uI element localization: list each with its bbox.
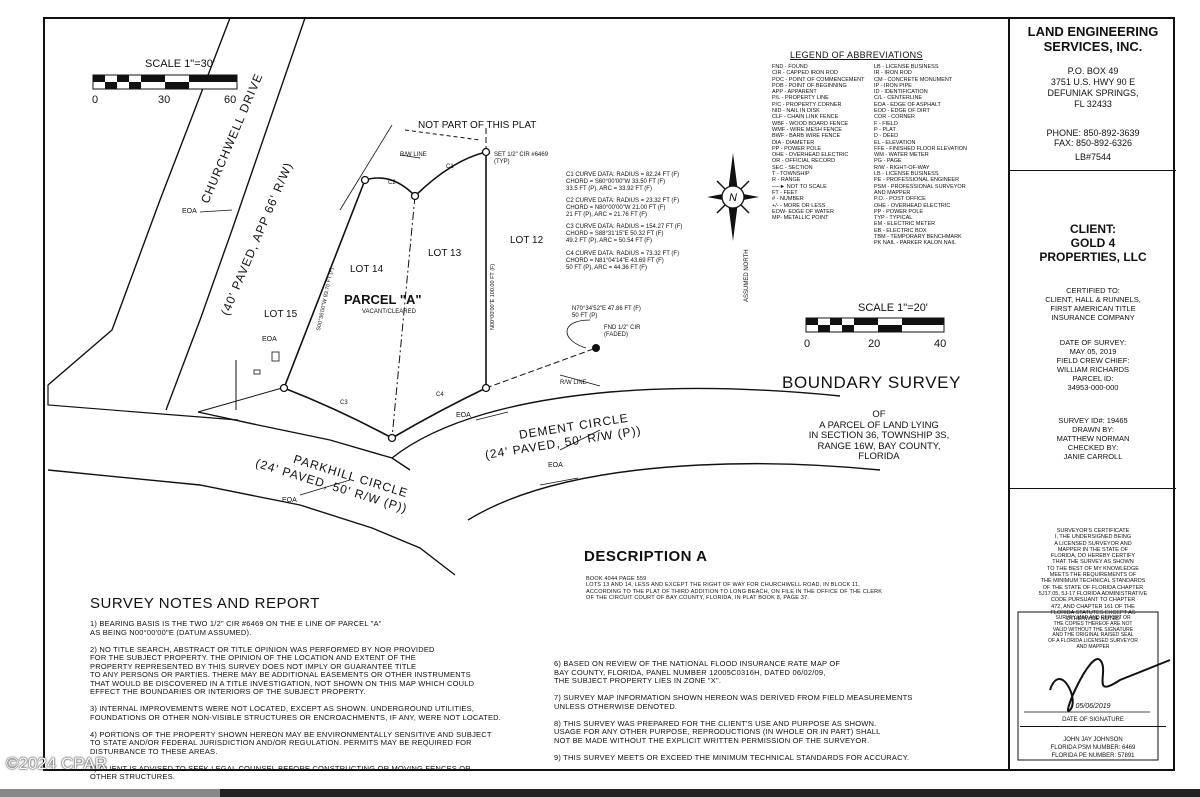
firm-license: LB#7544: [1074, 152, 1112, 162]
curve-c1-label: C1: [446, 164, 454, 170]
dement-south-edge: [467, 462, 881, 521]
corner-se: [481, 383, 491, 393]
scale-main-label: SCALE 1"=30': [145, 58, 215, 70]
eoa-label-1: EOA: [182, 208, 197, 215]
churchwell-east-edge: [165, 17, 306, 411]
curve-c3-label: C3: [340, 400, 348, 406]
eoa-label-2: EOA: [262, 336, 277, 343]
curve-c2-label: C2: [388, 180, 396, 186]
parkhill-south-edge: [47, 469, 456, 576]
fnd-cir-line1: FND 1/2" CIR: [604, 325, 641, 331]
dement-north-edge: [391, 387, 841, 459]
scale-bar-second: [805, 317, 945, 333]
survey-notes-title: SURVEY NOTES AND REPORT: [90, 595, 320, 612]
client-name: CLIENT: GOLD 4 PROPERTIES, LLC: [1039, 222, 1147, 264]
not-part-label: NOT PART OF THIS PLAT: [418, 120, 537, 131]
scale-second-tick-0: 0: [804, 338, 811, 350]
corner-s: [387, 433, 397, 443]
eoa-label-5: EOA: [548, 462, 563, 469]
tie-line: [485, 347, 597, 389]
legend-column-2: LB - LICENSE BUSINESS IR - IRON ROD CM -…: [874, 64, 968, 247]
scale-bar-main: [92, 74, 238, 90]
fnd-cir-line2: (FADED): [604, 332, 628, 338]
corner-nw: [360, 175, 370, 185]
scale-second-tick-2: 40: [934, 338, 947, 350]
boundary-survey-title: BOUNDARY SURVEY: [782, 373, 962, 392]
description-title: DESCRIPTION A: [584, 548, 708, 565]
parcel-sub: VACANT/CLEARED: [362, 309, 416, 315]
title-block: LAND ENGINEERING SERVICES, INC. P.O. BOX…: [1008, 18, 1176, 770]
corner-ne: [481, 147, 491, 157]
scale-main-tick-1: 30: [158, 94, 171, 106]
signature-date-label: DATE OF SIGNATURE: [1062, 717, 1124, 723]
firm-address: P.O. BOX 49 3751 U.S. HWY 90 E DEFUNIAK …: [1047, 66, 1139, 109]
set-cir-line2: (TYP): [494, 159, 510, 165]
curve-data-c4: C4 CURVE DATA: RADIUS = 73.32 FT (F) CHO…: [566, 251, 680, 271]
set-cir-label: SET 1/2" CIR #6469 (TYP): [494, 152, 548, 166]
scale-main-tick-0: 0: [92, 94, 99, 106]
eoa-label-3: EOA: [282, 497, 297, 504]
watermark: ©2024 CPAR: [6, 754, 108, 773]
set-cir-line1: SET 1/2" CIR #6469: [494, 152, 549, 158]
lot14-label: LOT 14: [350, 264, 384, 275]
parcel-label: PARCEL "A": [344, 292, 422, 307]
legend-column-1: FND - FOUND CIR - CAPPED IRON ROD POC - …: [772, 64, 865, 222]
survey-date-info: DATE OF SURVEY: MAY 05, 2019 FIELD CREW …: [1056, 338, 1130, 392]
corner-n: [410, 191, 420, 201]
rw-line-label-2: R/W LINE: [560, 380, 587, 386]
surveyor-certificate: SURVEYOR'S CERTIFICATE I, THE UNDERSIGNE…: [1038, 528, 1148, 623]
north-arrow-icon: N: [707, 153, 759, 241]
scale-second-tick-1: 20: [868, 338, 881, 350]
certified-to: CERTIFIED TO: CLIENT, HALL & RUNNELS, FI…: [1045, 286, 1141, 322]
lot13-label: LOT 13: [428, 248, 462, 259]
signer-info: JOHN JAY JOHNSON FLORIDA PSM NUMBER: 646…: [1050, 737, 1136, 759]
lot12-label: LOT 12: [510, 235, 544, 246]
survey-id-info: SURVEY ID#: 19465 DRAWN BY: MATTHEW NORM…: [1056, 416, 1130, 461]
signature-date-value: 05/06/2019: [1075, 703, 1111, 710]
signature-mark: [1049, 658, 1171, 712]
tie-line2: 50 FT (P): [572, 313, 598, 319]
scale-main-tick-2: 60: [224, 94, 237, 106]
curve-c4-label: C4: [436, 392, 444, 398]
lot15-label: LOT 15: [264, 309, 298, 320]
description-text: BOOK 4044 PAGE 559 LOTS 13 AND 14, LESS …: [586, 576, 883, 601]
found-cir: [592, 344, 600, 352]
seal-note: SURVEY MAP AND REPORT OR THE COPIES THER…: [1048, 615, 1138, 650]
parkhill-north-edge: [197, 411, 411, 471]
churchwell-west-edge: [47, 17, 231, 386]
svg-text:N: N: [729, 192, 737, 204]
firm-name: LAND ENGINEERING SERVICES, INC.: [1027, 24, 1159, 54]
boundary-survey-sub: OF A PARCEL OF LAND LYING IN SECTION 36,…: [808, 409, 950, 462]
lot-13-14-line: [391, 195, 416, 439]
survey-notes-left: 1) BEARING BASIS IS THE TWO 1/2" CIR #64…: [90, 619, 502, 781]
tie-label: N70°34'52"E 47.86 FT (F) 50 FT (P): [572, 306, 641, 320]
curve-data-c1: C1 CURVE DATA: RADIUS = 82.24 FT (F) CHO…: [566, 172, 680, 192]
fnd-cir-label: FND 1/2" CIR (FADED): [604, 325, 640, 339]
north-label: ASSUMED NORTH: [744, 249, 750, 302]
legend-title: LEGEND OF ABBREVIATIONS: [790, 50, 923, 60]
bearing-east-label: N00°00'00"E 100.00 FT (F): [490, 263, 496, 330]
tie-line1: N70°34'52"E 47.86 FT (F): [572, 306, 641, 312]
curve-data-c3: C3 CURVE DATA: RADIUS = 154.27 FT (F) CH…: [566, 224, 683, 244]
scale-second-label: SCALE 1"=20': [858, 302, 928, 314]
curve-data-c2: C2 CURVE DATA: RADIUS = 23.32 FT (F) CHO…: [566, 198, 680, 218]
firm-contact: PHONE: 850-892-3639 FAX: 850-892-6326: [1046, 128, 1140, 148]
eoa-label-4: EOA: [456, 412, 471, 419]
rw-line-label-1: R/W LINE: [400, 152, 427, 158]
survey-notes-right: 6) BASED ON REVIEW OF THE NATIONAL FLOOD…: [554, 659, 913, 762]
corner-sw: [279, 383, 289, 393]
